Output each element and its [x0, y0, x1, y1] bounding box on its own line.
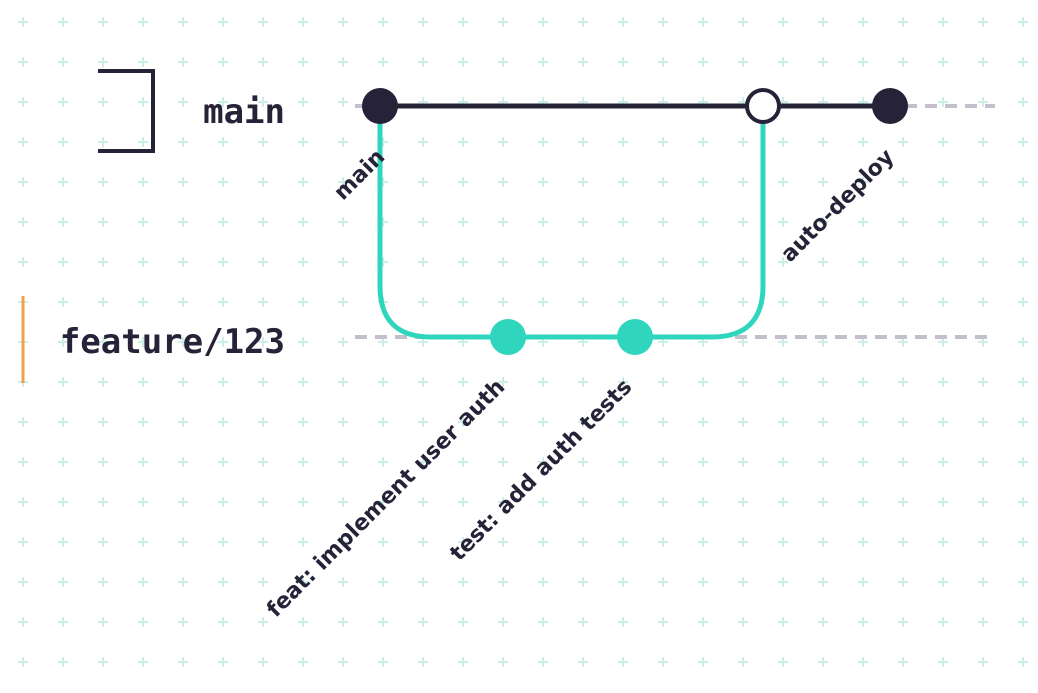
branch-label-main: main [203, 92, 285, 132]
commit-dot-auto-deploy-merge[interactable] [745, 88, 781, 124]
commit-dot-main-head[interactable] [872, 88, 908, 124]
commit-dot-feat-implement-user-auth[interactable] [490, 319, 526, 355]
commit-dot-test-add-auth-tests[interactable] [617, 319, 653, 355]
branch-label-feature: feature/123 [60, 322, 285, 362]
commit-dot-main[interactable] [362, 88, 398, 124]
feature-branch-line [377, 106, 766, 340]
main-branch-marker [98, 69, 155, 153]
